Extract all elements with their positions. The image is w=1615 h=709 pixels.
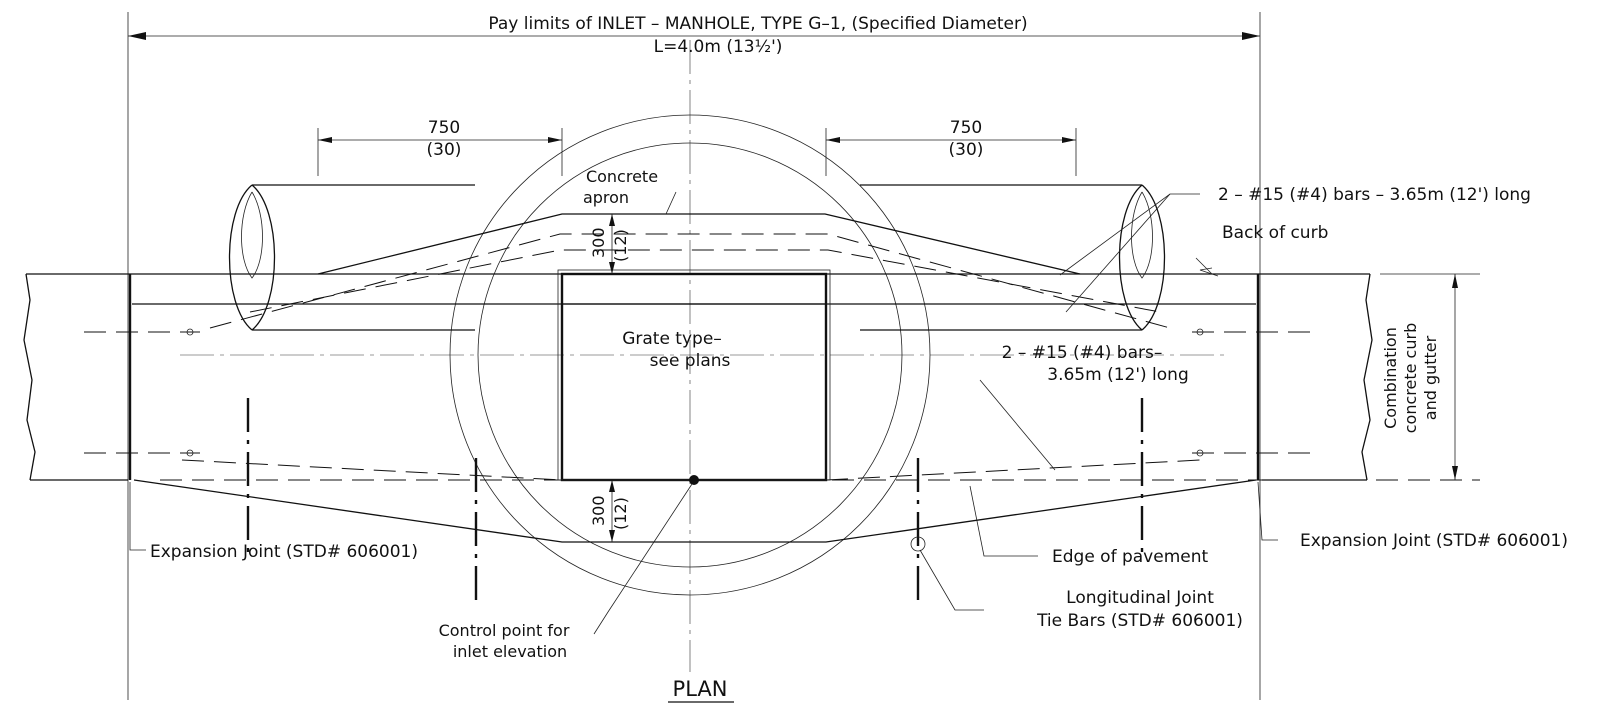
pay-limits-title: Pay limits of INLET – MANHOLE, TYPE G–1,… [488, 14, 1027, 34]
plan-title: PLAN [673, 677, 728, 701]
exp-joint-left-label: Expansion Joint (STD# 606001) [150, 542, 418, 562]
inlet-box [557, 269, 831, 485]
pay-limit-dimension [127, 12, 1261, 700]
expansion-joints [128, 274, 1260, 480]
grate-label-2: see plans [650, 351, 731, 371]
bottom-apron [133, 459, 1257, 543]
pipe-left [228, 184, 475, 331]
concrete-apron-label-2: apron [583, 188, 629, 207]
control-point-label-2: inlet elevation [453, 642, 567, 661]
back-of-curb-label: Back of curb [1222, 223, 1328, 243]
dim-750-right: 750 (30) [825, 118, 1077, 176]
dim-bottom-300: 300 [589, 495, 608, 526]
dim-top-12: (12) [611, 229, 630, 262]
curb-gutter-label-3: and gutter [1421, 335, 1440, 420]
length-label: L=4.0m (13½') [654, 37, 783, 57]
dim-750-left: 750 (30) [317, 118, 563, 176]
dim-curb-height: Combination concrete curb and gutter [1381, 274, 1458, 480]
concrete-apron [209, 213, 1171, 329]
curb-gutter-label-2: concrete curb [1401, 323, 1420, 433]
exp-joint-right-label: Expansion Joint (STD# 606001) [1300, 531, 1568, 551]
dim-300-top: 300 (12) [589, 214, 630, 274]
grate-label-1: Grate type– [622, 329, 722, 349]
dim-top-300: 300 [589, 227, 608, 258]
bars-mid-label-1: 2 – #15 (#4) bars– [1002, 343, 1163, 363]
leader-lines [129, 191, 1278, 635]
tie-bars [84, 328, 1310, 457]
dim-300-bottom: 300 (12) [589, 480, 630, 542]
bars-mid-label-2: 3.65m (12') long [1047, 365, 1188, 385]
curb-gutter-label-1: Combination [1381, 327, 1400, 429]
bars-top-label: 2 – #15 (#4) bars – 3.65m (12') long [1218, 185, 1531, 205]
concrete-apron-label-1: Concrete [586, 167, 658, 186]
dim-left-30: (30) [427, 140, 462, 160]
dim-right-750: 750 [950, 118, 982, 138]
dim-bottom-12: (12) [611, 497, 630, 530]
dim-left-750: 750 [428, 118, 460, 138]
long-joint-label-1: Longitudinal Joint [1066, 588, 1214, 608]
control-point-label-1: Control point for [439, 621, 570, 640]
dim-right-30: (30) [949, 140, 984, 160]
long-joint-label-2: Tie Bars (STD# 606001) [1036, 611, 1243, 631]
longitudinal-joints [246, 398, 1144, 600]
curb-gutter [23, 273, 1480, 481]
manhole-circles [180, 40, 1230, 672]
edge-of-pavement-label: Edge of pavement [1052, 547, 1208, 567]
